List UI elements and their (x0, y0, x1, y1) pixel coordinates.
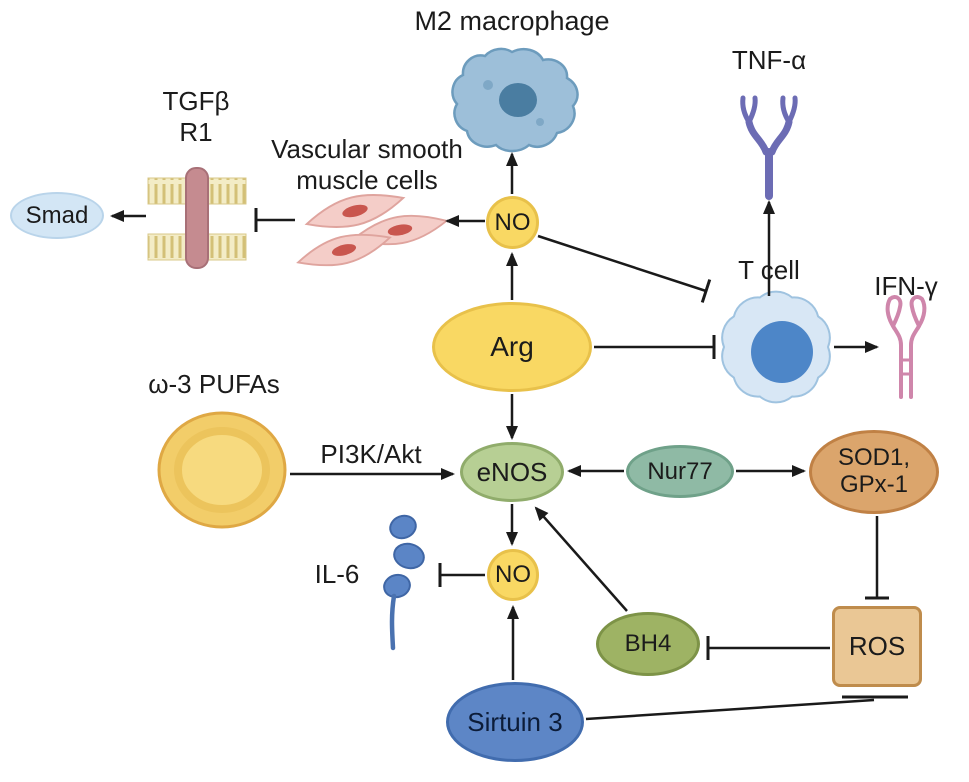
no-lower-node: NO (487, 549, 539, 601)
no-upper-label: NO (494, 208, 531, 236)
enos-label: eNOS (476, 456, 548, 487)
sirtuin3-label: Sirtuin 3 (467, 706, 563, 737)
arg-label: Arg (490, 331, 534, 362)
m2-macrophage-label: M2 macrophage (414, 6, 610, 36)
tnf-receptor-icon (740, 95, 798, 200)
no-lower-label: NO (495, 561, 531, 588)
ros-label: ROS (848, 631, 906, 661)
smad-label: Smad (25, 201, 89, 229)
bh4-node: BH4 (596, 612, 700, 676)
tgfb-r1-label: TGFβ R1 (162, 86, 230, 147)
tnf-alpha-label: TNF-α (731, 45, 807, 75)
omega3-pufas-icon (157, 411, 287, 529)
m2-macrophage-icon (451, 47, 579, 153)
il6-label: IL-6 (314, 559, 360, 589)
vascular-smooth-muscle-cells-icon (293, 184, 451, 276)
ifn-gamma-label: IFN-γ (874, 271, 938, 301)
sod1-gpx1-node: SOD1, GPx-1 (809, 430, 939, 514)
smad-node: Smad (10, 192, 104, 239)
edges-layer (110, 152, 908, 721)
pi3k-akt-label: PI3K/Akt (320, 439, 422, 469)
omega3-pufas-label: ω-3 PUFAs (148, 369, 280, 399)
ros-node: ROS (832, 606, 922, 687)
edge-bh4-to-enos (534, 506, 628, 612)
nur77-label: Nur77 (647, 457, 713, 485)
t-cell-label: T cell (738, 255, 800, 285)
arg-node: Arg (432, 302, 592, 392)
bh4-label: BH4 (624, 630, 672, 657)
enos-node: eNOS (460, 442, 564, 502)
edge-no-inhibits-tcell (537, 234, 712, 303)
sod1-gpx1-label: SOD1, GPx-1 (837, 444, 911, 498)
t-cell-icon (721, 290, 831, 404)
tgfb-r1-receptor-icon (147, 167, 247, 269)
edge-sirtuin3-inhibits-ros (585, 698, 875, 721)
sirtuin3-node: Sirtuin 3 (446, 682, 584, 762)
no-upper-node: NO (486, 196, 539, 249)
vsmc-label: Vascular smooth muscle cells (271, 134, 463, 195)
ifn-gamma-icon (885, 295, 927, 399)
nur77-node: Nur77 (626, 445, 734, 498)
il6-receptor-icon (383, 514, 425, 651)
